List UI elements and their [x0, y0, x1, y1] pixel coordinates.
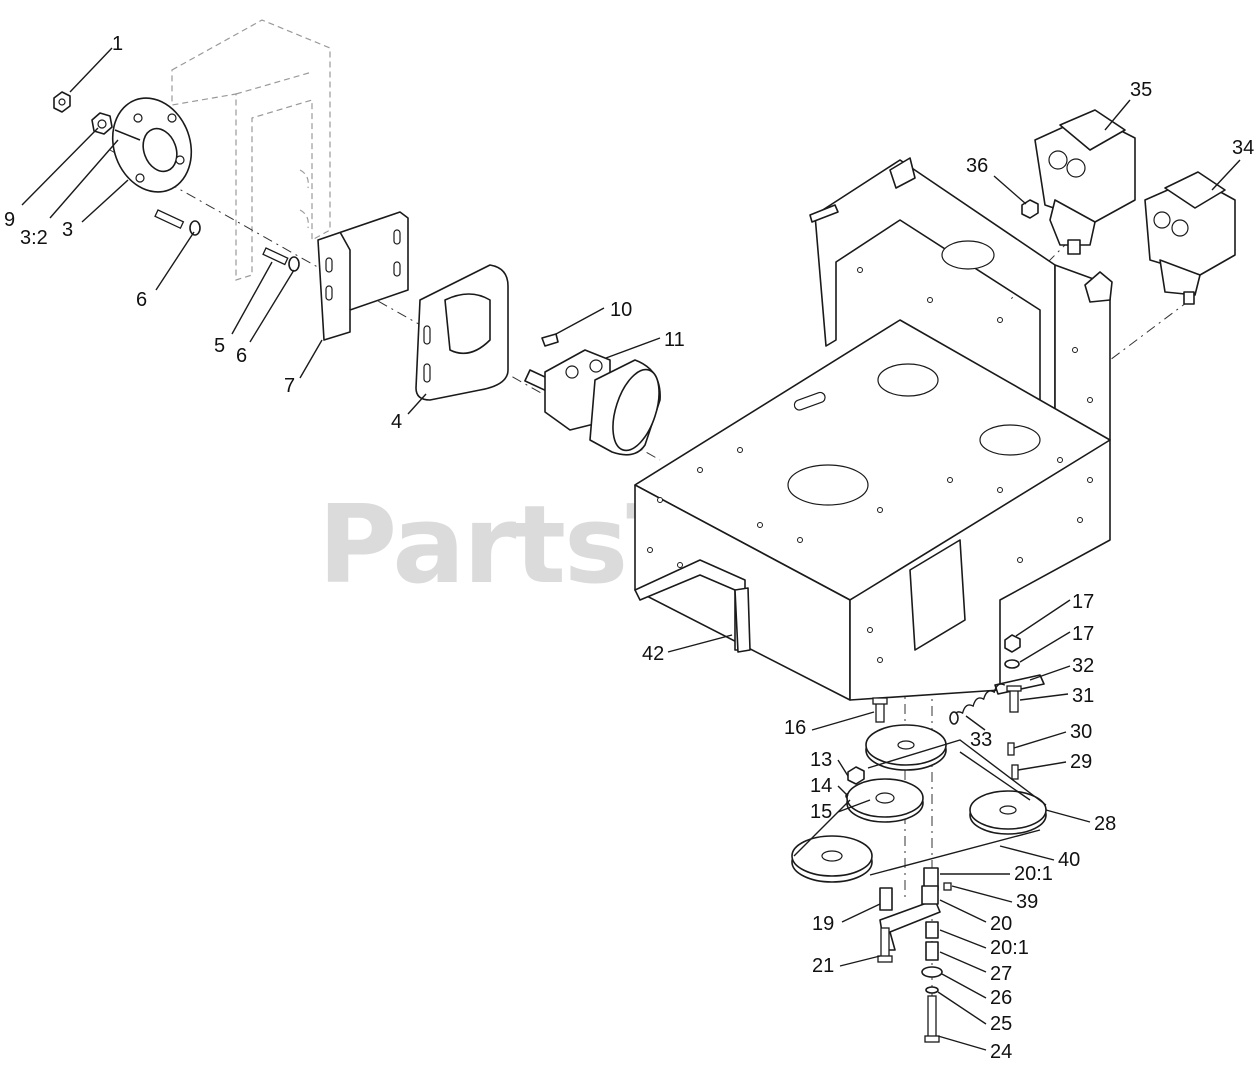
callout-31: 31: [1072, 685, 1094, 707]
hex-nut-part-1: [53, 91, 71, 113]
callout-39: 39: [1016, 891, 1038, 913]
spacer-part-20-1-lower: [925, 921, 939, 939]
callout-20-1b: 20:1: [990, 937, 1029, 959]
callout-6b: 6: [236, 345, 247, 367]
support-bar-part-42: [734, 587, 751, 653]
callout-4: 4: [391, 411, 402, 433]
callout-30: 30: [1070, 721, 1092, 743]
bushing-part-19: [879, 887, 893, 911]
callout-35: 35: [1130, 79, 1152, 101]
callout-34: 34: [1232, 137, 1254, 159]
bolt-and-washer-part-5: [262, 247, 300, 272]
callout-27: 27: [990, 963, 1012, 985]
key-part-10: [541, 333, 559, 347]
slotted-bracket-part-7: [317, 211, 409, 341]
hex-nut-part-36: [1021, 199, 1039, 219]
hydro-pump-part-35: [1034, 109, 1136, 255]
callout-11: 11: [664, 329, 685, 351]
bolt-part-24: [924, 995, 940, 1043]
callout-29: 29: [1070, 751, 1092, 773]
wheel-hub-part-3: [111, 97, 193, 193]
hydraulic-motor-part-11: [524, 349, 661, 456]
callout-28: 28: [1094, 813, 1116, 835]
hardware-part-17: [1004, 634, 1021, 669]
spacer-part-27: [925, 941, 939, 961]
pulley-part-28: [969, 790, 1047, 835]
motor-mount-plate-part-4: [415, 264, 509, 401]
ghost-seat-bracket: [171, 19, 331, 281]
washer-part-25: [925, 986, 939, 994]
set-screws-part-30-29: [1007, 742, 1019, 780]
callout-3-2: 3:2: [20, 227, 48, 249]
callout-26: 26: [990, 987, 1012, 1009]
callout-42: 42: [642, 643, 664, 665]
callout-14: 14: [810, 775, 832, 797]
bolt-part-16: [872, 697, 888, 723]
callout-13: 13: [810, 749, 832, 771]
main-frame: [634, 157, 1113, 701]
belt-part-40: [793, 739, 1047, 876]
callout-17b: 17: [1072, 623, 1094, 645]
callout-5: 5: [214, 335, 225, 357]
callout-labels: 1 9 3:2 3 6 5 6 7 4 10 11 35 34 36 42 17…: [4, 33, 1254, 1063]
upper-pulley: [865, 724, 947, 771]
callout-21: 21: [812, 955, 834, 977]
callout-20-1a: 20:1: [1014, 863, 1053, 885]
callout-17a: 17: [1072, 591, 1094, 613]
callout-6a: 6: [136, 289, 147, 311]
callout-36: 36: [966, 155, 988, 177]
callout-9: 9: [4, 209, 15, 231]
callout-7: 7: [284, 375, 295, 397]
callout-1: 1: [112, 33, 123, 55]
callout-32: 32: [1072, 655, 1094, 677]
callout-15: 15: [810, 801, 832, 823]
callout-3: 3: [62, 219, 73, 241]
hydro-pump-part-34: [1144, 171, 1236, 305]
idler-pulley-part-15: [846, 778, 924, 823]
callout-25: 25: [990, 1013, 1012, 1035]
drive-pulley: [791, 835, 873, 883]
callout-40: 40: [1058, 849, 1080, 871]
callout-10: 10: [610, 299, 632, 321]
bolt-part-21: [877, 927, 893, 963]
bolt-and-washer-part-6: [154, 209, 201, 236]
leader-lines: [21, 47, 1241, 1051]
callout-20: 20: [990, 913, 1012, 935]
callout-16: 16: [784, 717, 806, 739]
set-screw-part-39: [943, 882, 952, 891]
callout-24: 24: [990, 1041, 1012, 1063]
callout-19: 19: [812, 913, 834, 935]
callout-33: 33: [970, 729, 992, 751]
bolt-part-31: [1006, 685, 1022, 713]
spring-part-33: [949, 683, 1006, 725]
washer-part-26: [921, 966, 943, 978]
